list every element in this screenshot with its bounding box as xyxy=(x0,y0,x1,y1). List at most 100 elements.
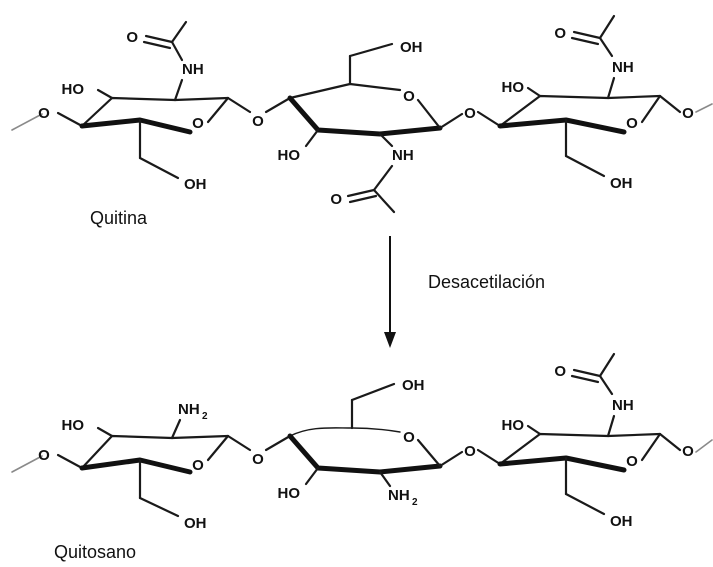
hydroxyl-label: HO xyxy=(502,417,525,434)
glycosidic-bond xyxy=(264,434,292,452)
chitosan-ring-3: HO O NH O OH O xyxy=(476,352,713,530)
glycosidic-bond xyxy=(658,94,682,114)
acetyl-methyl-bond xyxy=(372,188,396,214)
glycosidic-bond xyxy=(56,111,84,128)
carbonyl-oxygen-label: O xyxy=(126,29,138,46)
ring-front-bond xyxy=(79,457,193,475)
chitin-ring-3: HO O NH O OH O xyxy=(476,14,713,192)
glycosidic-bond xyxy=(56,453,84,470)
oxygen-label: O xyxy=(38,447,50,464)
acetamido-nh-label: NH xyxy=(182,61,204,78)
chitin-label: Quitina xyxy=(90,208,148,228)
substituent-bond xyxy=(598,36,614,58)
substituent-bond xyxy=(348,42,394,58)
glycosidic-oxygen-label: O xyxy=(252,113,264,130)
oxygen-label: O xyxy=(38,105,50,122)
substituent-bond xyxy=(138,156,180,180)
substituent-bond xyxy=(564,154,606,178)
ring-bond xyxy=(498,432,662,466)
ring-bond xyxy=(173,96,230,102)
glycosidic-bond xyxy=(226,96,252,114)
glycosidic-bond xyxy=(476,110,502,128)
ring-back-bond xyxy=(289,427,401,437)
chitosan-ring-2: OH O HO NH 2 O xyxy=(264,377,476,508)
substituent-bond xyxy=(372,164,394,192)
substituent-bond xyxy=(173,78,184,102)
carbonyl-oxygen-label: O xyxy=(554,363,566,380)
ring-bond xyxy=(206,434,230,462)
glycosidic-bond xyxy=(438,450,464,468)
ring-oxygen-label: O xyxy=(626,115,638,132)
substituent-bond xyxy=(378,132,394,148)
hydroxyl-label: HO xyxy=(278,147,301,164)
chain-end-bond-left xyxy=(11,113,43,131)
carbonyl-bond xyxy=(572,368,602,378)
ring-bond xyxy=(416,98,442,130)
chitin-ring-2: OH O HO NH O O xyxy=(264,39,476,214)
ring-bond xyxy=(640,94,662,124)
acetamido-nh-label: NH xyxy=(612,397,634,414)
glycosidic-oxygen-label: O xyxy=(252,451,264,468)
ring-front-bond xyxy=(79,117,193,135)
carbonyl-bond xyxy=(570,36,600,46)
glycosidic-bond xyxy=(476,448,502,466)
substituent-bond xyxy=(138,496,180,518)
ring-oxygen-label: O xyxy=(192,115,204,132)
acetamido-nh-label: NH xyxy=(392,147,414,164)
glycosidic-bond xyxy=(658,432,682,452)
carbonyl-bond xyxy=(348,194,378,204)
ring-bond xyxy=(498,94,662,128)
substituent-bond xyxy=(170,40,184,62)
substituent-bond xyxy=(606,414,616,438)
ring-bond xyxy=(80,434,230,470)
hydroxyl-label: OH xyxy=(184,515,207,532)
hydroxyl-label: HO xyxy=(62,81,85,98)
ring-front-bond xyxy=(497,455,627,473)
hydroxyl-label: HO xyxy=(502,79,525,96)
hydroxyl-label: OH xyxy=(610,513,633,530)
carbonyl-oxygen-label: O xyxy=(330,191,342,208)
hydroxyl-label: OH xyxy=(184,176,207,193)
substituent-bond xyxy=(304,128,320,148)
carbonyl-bond xyxy=(144,34,174,44)
glycosidic-bond xyxy=(226,434,252,452)
substituent-bond xyxy=(96,426,114,438)
substituent-bond xyxy=(606,76,616,100)
ring-front-bond xyxy=(287,433,443,475)
ring-bond xyxy=(640,432,662,462)
acetyl-methyl-bond xyxy=(598,352,616,378)
ring-oxygen-label: O xyxy=(403,88,415,105)
arrow-head-icon xyxy=(384,332,396,348)
chitosan-structure: HO O O NH 2 OH O OH O HO NH xyxy=(11,352,713,562)
ring-bond xyxy=(206,96,230,124)
substituent-bond xyxy=(526,424,542,436)
acetyl-methyl-bond xyxy=(170,20,188,44)
deacetylation-arrow: Desacetilación xyxy=(384,236,545,348)
amine-nh-label: NH xyxy=(388,487,410,504)
chitosan-ring-1: HO O O NH 2 OH O xyxy=(11,401,264,532)
hydroxyl-label: HO xyxy=(278,485,301,502)
glycosidic-oxygen-label: O xyxy=(464,105,476,122)
ring-front-bond xyxy=(497,117,627,135)
ring-front-bond xyxy=(287,95,443,137)
carbonyl-bond xyxy=(142,40,172,50)
substituent-bond xyxy=(526,86,542,98)
hydroxyl-label: OH xyxy=(610,175,633,192)
substituent-bond xyxy=(564,492,606,516)
ring-oxygen-label: O xyxy=(192,457,204,474)
substituent-bond xyxy=(350,382,396,402)
amine-subscript: 2 xyxy=(202,411,208,422)
glycosidic-oxygen-label: O xyxy=(464,443,476,460)
hydroxyl-label: OH xyxy=(402,377,425,394)
chitin-ring-1: HO O O NH O OH O xyxy=(11,20,264,193)
chain-end-bond-left xyxy=(11,455,43,473)
ring-bond xyxy=(416,438,442,468)
carbonyl-bond xyxy=(346,188,376,198)
chain-end-bond-right xyxy=(695,103,713,113)
hydroxyl-label: OH xyxy=(400,39,423,56)
chitosan-label: Quitosano xyxy=(54,542,136,562)
ring-bond xyxy=(288,82,402,100)
reaction-label: Desacetilación xyxy=(428,272,545,292)
